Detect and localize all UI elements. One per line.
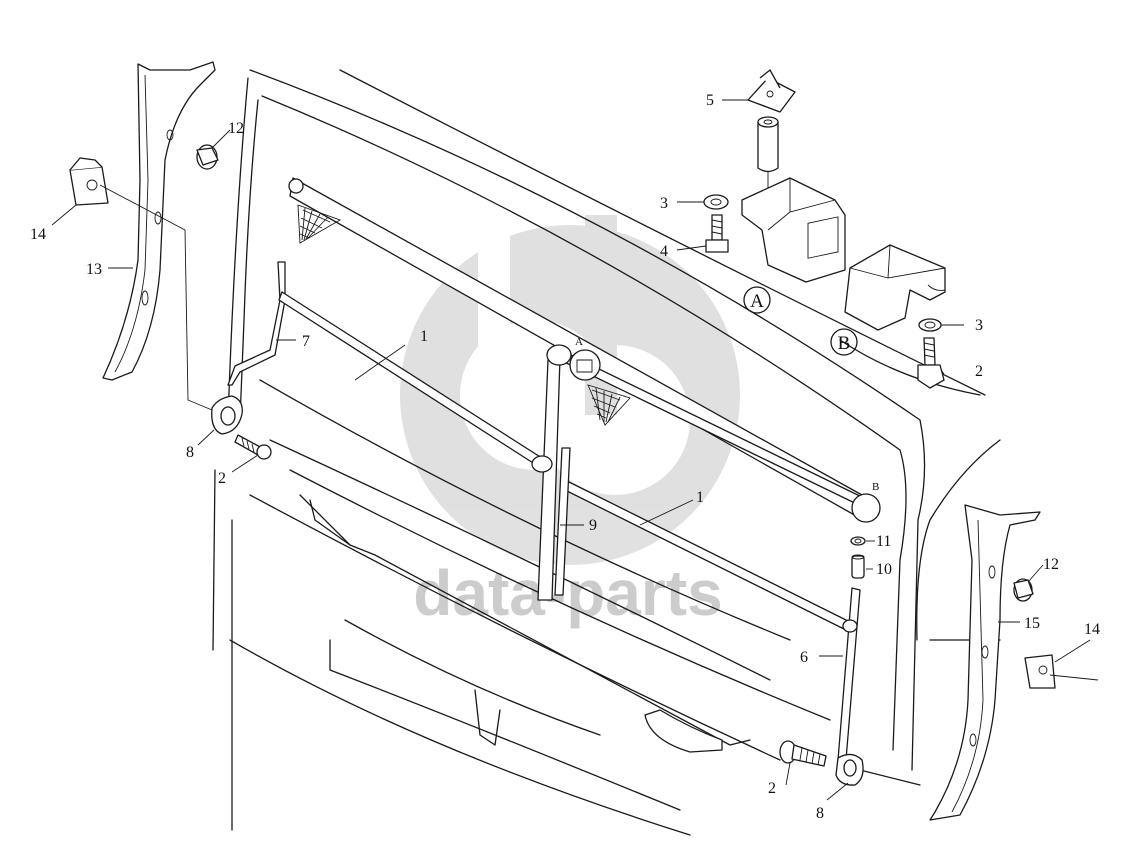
mount-bracket-left[interactable] xyxy=(211,395,243,435)
callout-13: 13 xyxy=(86,261,102,278)
callout-8-left: 8 xyxy=(186,444,194,461)
pillar-trim-left[interactable] xyxy=(102,61,216,381)
spacer-10[interactable] xyxy=(851,554,865,579)
callout-4: 4 xyxy=(660,243,668,260)
callout-9: 9 xyxy=(589,517,597,534)
screw-left[interactable] xyxy=(234,434,272,460)
callout-12-left: 12 xyxy=(228,120,244,137)
leader-lines xyxy=(51,99,1099,801)
callout-14-right: 14 xyxy=(1084,621,1100,638)
callout-12-right: 12 xyxy=(1043,556,1059,573)
clip-left[interactable] xyxy=(69,157,109,206)
body-outline xyxy=(212,69,1001,836)
net-mesh xyxy=(297,204,631,426)
callout-labels: 1 1 2 2 2 3 3 4 5 6 7 8 8 9 10 11 12 12 … xyxy=(30,92,1100,822)
callout-3-detail-b: 3 xyxy=(975,317,983,334)
net-frame[interactable] xyxy=(227,177,881,761)
detail-marker-b-large: B xyxy=(838,333,851,354)
callout-2-right: 2 xyxy=(768,780,776,797)
screw-right[interactable] xyxy=(779,740,827,767)
callout-6: 6 xyxy=(800,649,808,666)
screw-cap-right[interactable] xyxy=(1013,578,1034,602)
watermark-text: data-parts xyxy=(413,557,722,629)
callout-8-right: 8 xyxy=(816,805,824,822)
detail-marker-b-small: B xyxy=(872,481,879,493)
callout-10: 10 xyxy=(876,561,892,578)
callout-5: 5 xyxy=(706,92,714,109)
screw-cap-left[interactable] xyxy=(196,144,219,170)
pillar-trim-right[interactable] xyxy=(929,504,1041,821)
watermark-logo xyxy=(400,215,740,565)
callout-7: 7 xyxy=(302,333,310,350)
callout-14-left: 14 xyxy=(30,226,46,243)
detail-marker-a-large: A xyxy=(750,291,764,312)
callout-3-detail-a: 3 xyxy=(660,195,668,212)
callout-2-detail: 2 xyxy=(975,363,983,380)
callout-11: 11 xyxy=(876,533,891,550)
callout-15: 15 xyxy=(1024,615,1040,632)
clip-right[interactable] xyxy=(1024,654,1056,689)
mount-bracket-right[interactable] xyxy=(835,753,864,786)
detail-markers: A B A B xyxy=(575,286,879,493)
detail-b-parts[interactable] xyxy=(844,244,946,389)
callout-1-upper: 1 xyxy=(420,328,428,345)
callout-2-left: 2 xyxy=(218,470,226,487)
detail-marker-a-small: A xyxy=(575,336,583,348)
detail-a-parts[interactable] xyxy=(703,69,846,283)
callout-1-lower: 1 xyxy=(696,489,704,506)
washer-11[interactable] xyxy=(850,536,866,546)
